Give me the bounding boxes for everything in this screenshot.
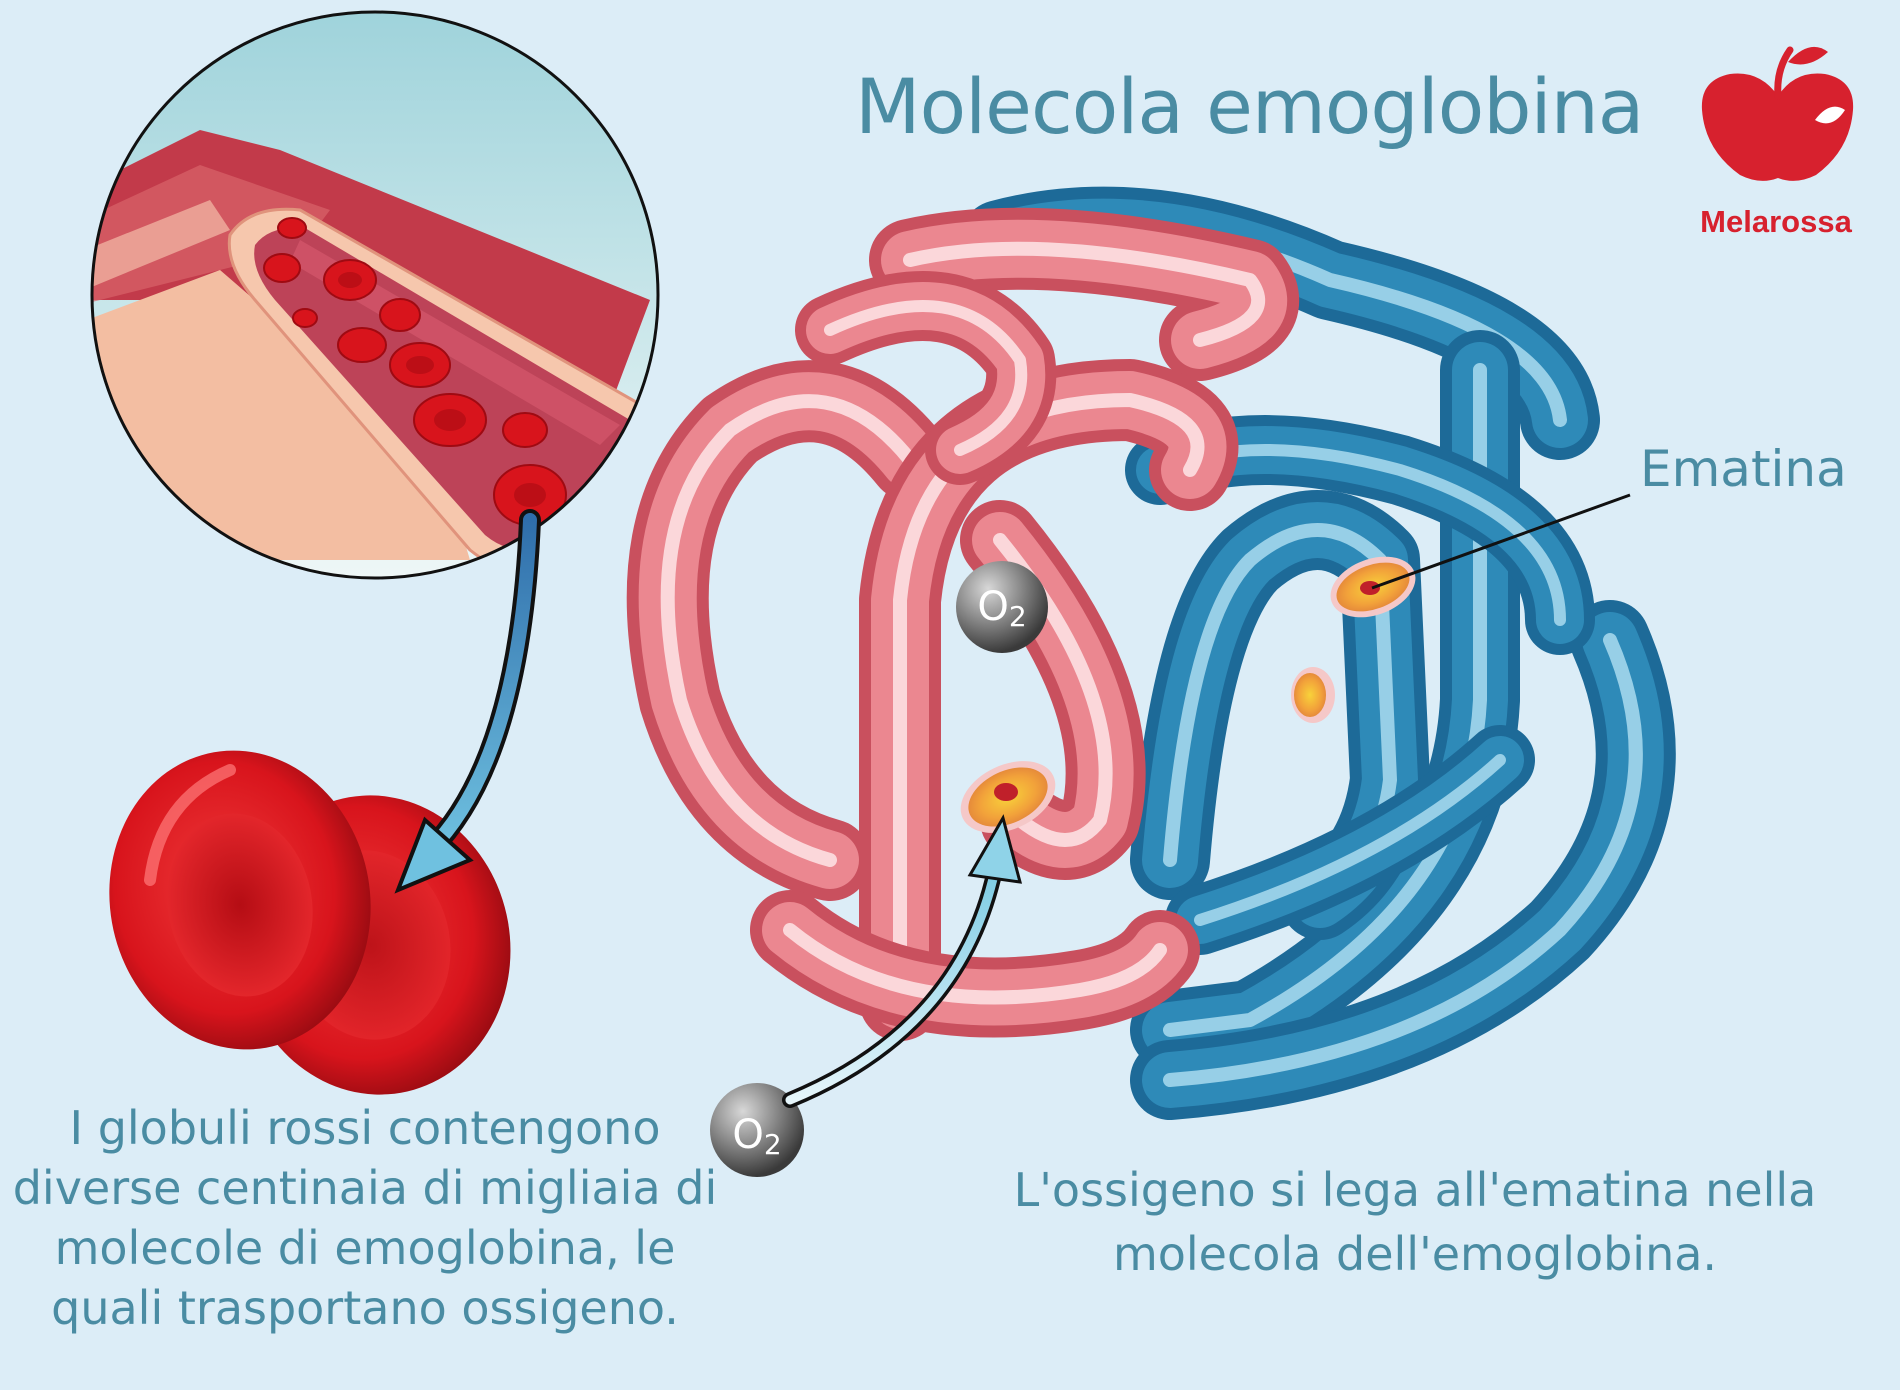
oxygen-label: O2 <box>977 584 1027 633</box>
oxygen-molecule-icon <box>710 1083 804 1177</box>
alpha-chains <box>626 207 1299 1041</box>
apple-logo-icon <box>1701 46 1854 181</box>
ematina-pointer <box>1371 493 1631 590</box>
heme-group-icon <box>960 556 1416 833</box>
magnifier-lens <box>90 10 660 580</box>
brand-name: Melarossa <box>1700 204 1852 239</box>
ematina-label: Ematina <box>1640 440 1847 498</box>
red-blood-cells-caption: I globuli rossi contengono diverse centi… <box>12 1101 718 1335</box>
oxygen-binding-caption: L'ossigeno si lega all'ematina nella mol… <box>1013 1163 1817 1281</box>
beta-chains <box>960 186 1676 1120</box>
blood-vessel <box>92 130 658 575</box>
oxygen-label: O2 <box>732 1112 782 1161</box>
page-title: Molecola emoglobina <box>855 62 1644 151</box>
oxygen-molecule-icon <box>956 561 1048 653</box>
hemoglobin-molecule <box>626 186 1676 1120</box>
